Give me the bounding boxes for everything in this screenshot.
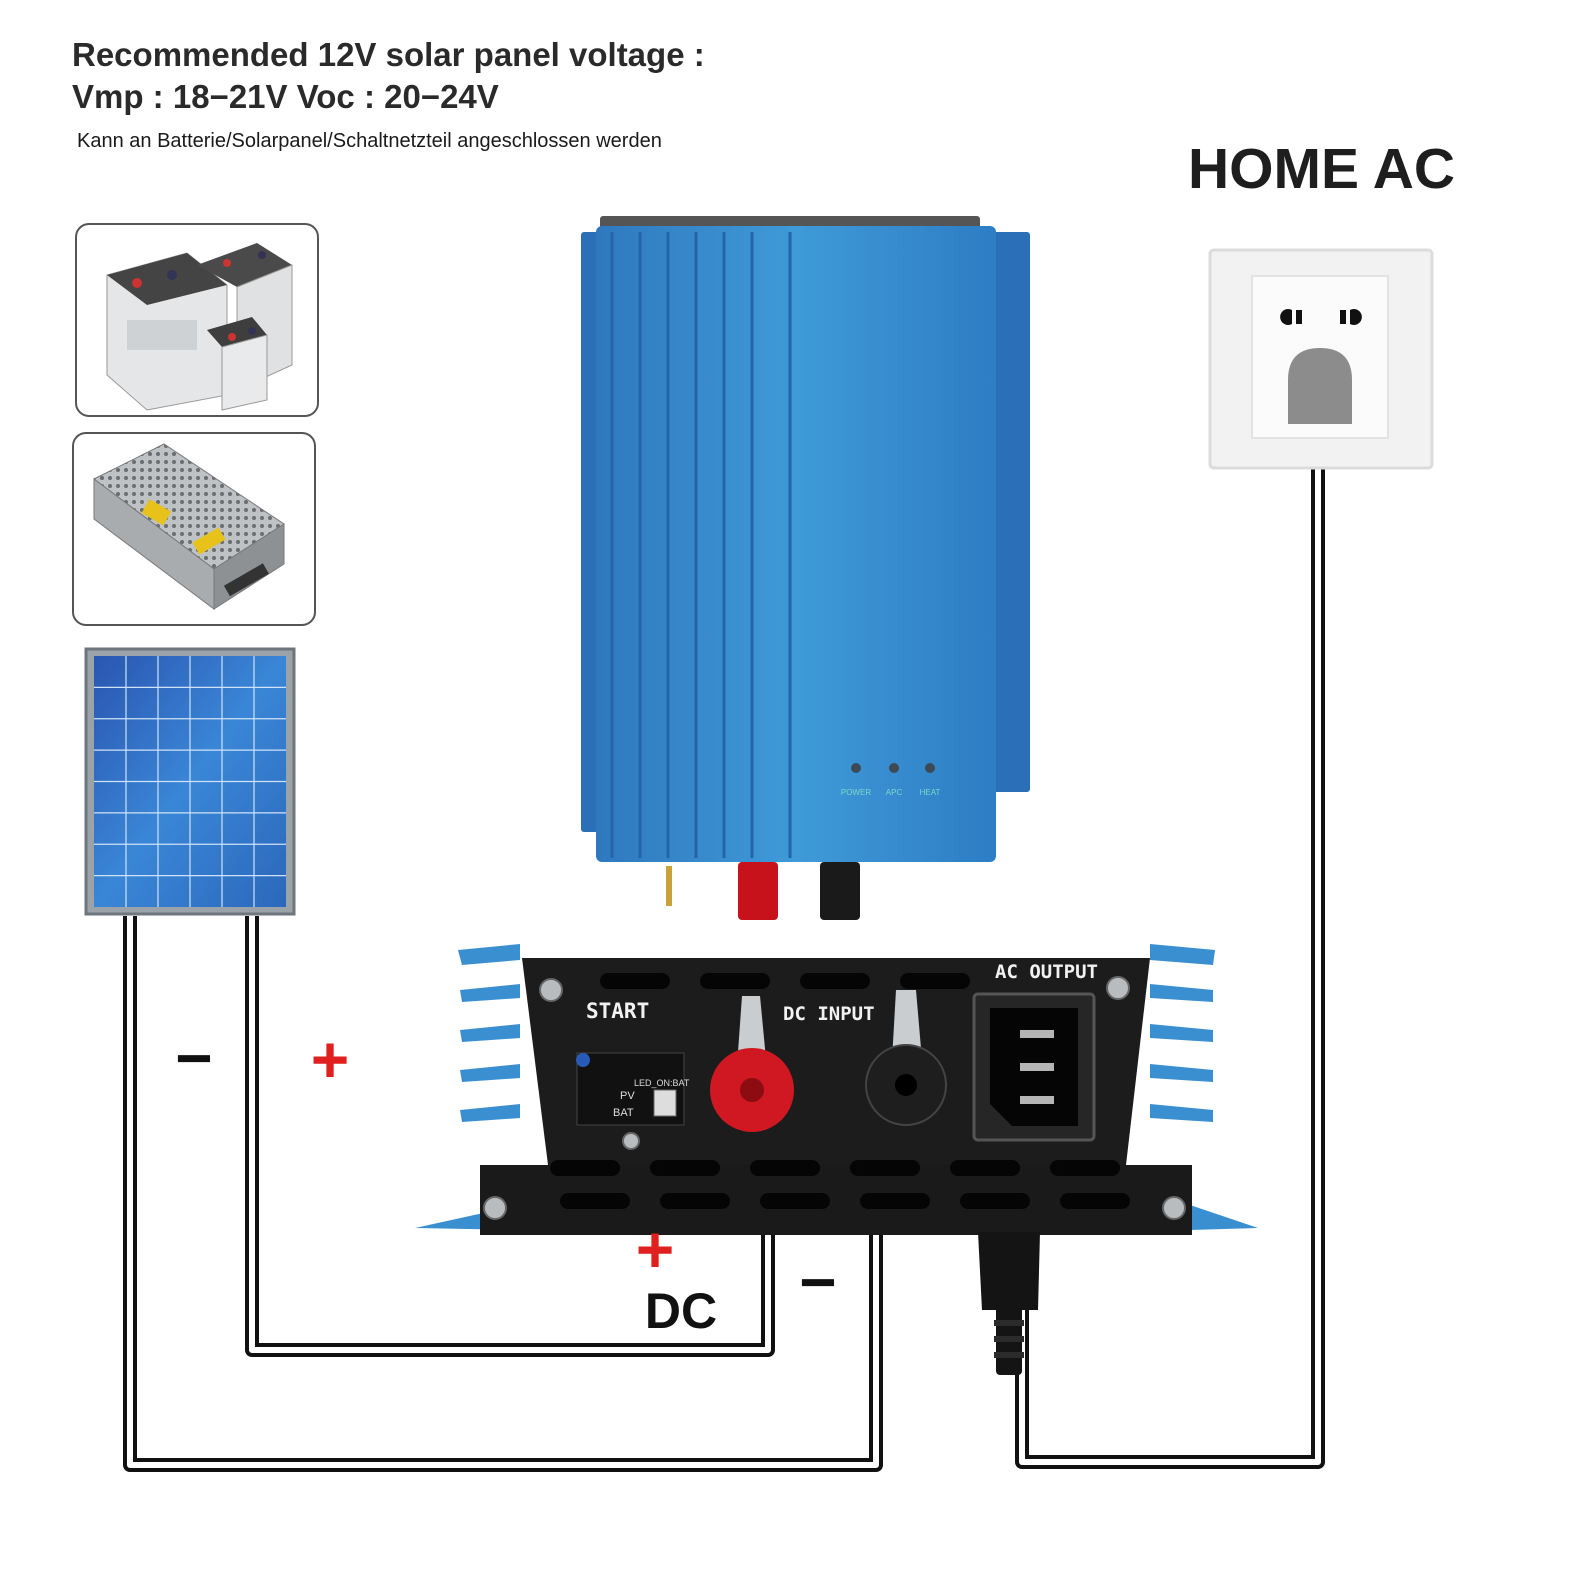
red-terminal-icon [738, 862, 778, 920]
panel-plus-sign: + [311, 1022, 350, 1096]
black-terminal-icon [820, 862, 860, 920]
switch-led-label: LED_ON:BAT [634, 1078, 690, 1088]
ac-plug-icon [978, 1232, 1040, 1375]
wall-socket-icon [1208, 248, 1434, 470]
led-label-heat: HEAT [920, 788, 941, 797]
start-label: START [586, 999, 649, 1023]
led-label-power: POWER [841, 788, 871, 797]
dc-label: DC [645, 1283, 717, 1339]
title-line-1: Recommended 12V solar panel voltage : [72, 36, 705, 73]
power-supply-icon [93, 443, 285, 610]
dc-input-label: DC INPUT [783, 1003, 875, 1025]
panel-minus-sign: − [175, 1022, 212, 1094]
dc-minus-sign: − [799, 1246, 836, 1318]
subtitle: Kann an Batterie/Solarpanel/Schaltnetzte… [77, 130, 662, 152]
ac-output-label: AC OUTPUT [995, 961, 1098, 983]
battery-icon [106, 243, 293, 411]
mode-switch[interactable] [653, 1089, 677, 1117]
title-line-2: Vmp : 18−21V Voc : 20−24V [72, 78, 499, 115]
switch-pv-label: PV [620, 1090, 635, 1102]
led-label-apc: APC [886, 788, 903, 797]
switch-bat-label: BAT [613, 1107, 634, 1119]
inverter-front-view: START DC INPUT AC OUTPUT LED_ON:BAT PV B… [415, 944, 1258, 1235]
solar-panel-icon [84, 647, 296, 916]
power-supply-image-box [72, 432, 316, 626]
home-ac-label: HOME AC [1188, 137, 1456, 201]
dc-plus-sign: + [636, 1212, 675, 1286]
battery-image-box [75, 223, 319, 417]
inverter-top-view: POWER APC HEAT [581, 216, 1030, 920]
